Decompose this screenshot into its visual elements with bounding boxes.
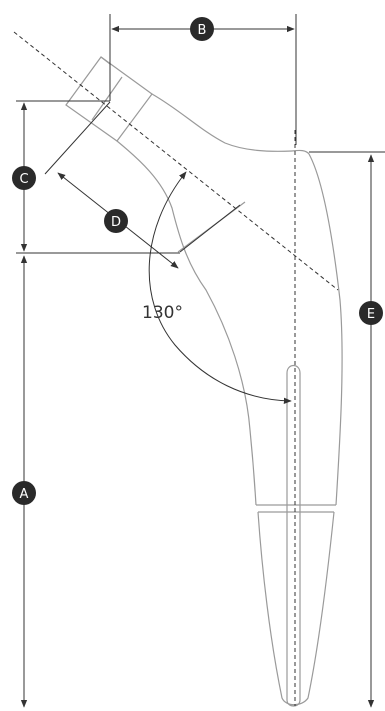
badge-b-label: B [198, 23, 207, 38]
implant-outline [65, 56, 343, 707]
ext-line-d-2 [179, 204, 241, 253]
angle-arc [148, 171, 292, 405]
trunnion-taper-line [100, 56, 111, 65]
badge-a: A [12, 481, 36, 505]
badge-c-label: C [19, 172, 28, 187]
badge-e-label: E [367, 307, 375, 322]
reference-lines [13, 31, 339, 706]
badge-b: B [190, 17, 214, 41]
badge-d-label: D [111, 215, 121, 230]
ext-line-d-1 [44, 101, 111, 175]
lateral-edge [308, 153, 343, 506]
central-slot [286, 364, 301, 707]
neck-upper-edge [151, 93, 293, 152]
medial-edge [116, 140, 257, 506]
angle-label: 130° [142, 303, 183, 323]
trunnion [65, 56, 153, 142]
badge-d: D [104, 209, 128, 233]
neck-axis-line [13, 31, 339, 291]
badge-e: E [359, 301, 383, 325]
badge-c: C [12, 166, 36, 190]
trunnion-seam [91, 76, 123, 121]
shoulder-cap [291, 149, 310, 155]
distal-stem [257, 511, 335, 706]
badge-a-label: A [20, 487, 29, 502]
dimension-lines [16, 14, 385, 708]
